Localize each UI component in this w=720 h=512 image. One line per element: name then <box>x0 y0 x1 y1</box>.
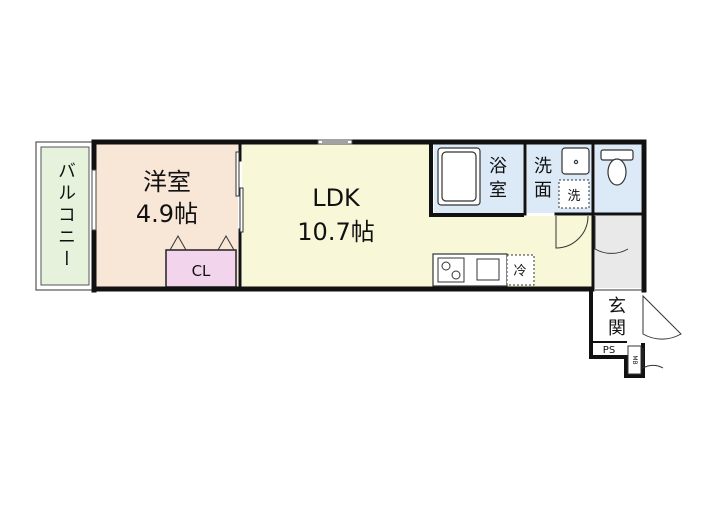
closet-doors <box>169 234 235 251</box>
ldk-size: 10.7帖 <box>297 218 374 246</box>
washer-spot <box>558 179 590 209</box>
meter-label: MB <box>631 355 638 364</box>
ldk-name: LDK <box>312 184 361 212</box>
toilet-door <box>594 216 629 254</box>
closet-door-left <box>169 234 187 251</box>
walls <box>91 139 647 378</box>
outer-wall <box>91 139 647 293</box>
sink <box>476 258 500 281</box>
ps-label: PS <box>603 345 615 356</box>
washer-label: 洗 <box>567 189 580 204</box>
sliding-door-western <box>235 151 244 233</box>
closet-floor <box>165 249 237 288</box>
sliding-door-panel-a <box>235 151 240 197</box>
closet-label: CL <box>192 262 211 280</box>
ldk-floor <box>242 144 592 287</box>
stove <box>437 257 465 283</box>
washroom-door <box>555 215 589 249</box>
washroom-label-1: 洗 <box>534 156 552 177</box>
entrance-label-2: 関 <box>608 318 626 339</box>
western-room-size: 4.9帖 <box>136 200 198 228</box>
wash-basin-drain <box>573 159 579 165</box>
bathtub <box>437 147 481 206</box>
ps-door <box>642 348 664 369</box>
western-room-name: 洋室 <box>143 168 191 196</box>
bathroom-label-2: 室 <box>489 180 507 201</box>
closet-door-right <box>217 234 235 251</box>
washroom-label-2: 面 <box>534 180 552 201</box>
door-swings <box>555 215 682 369</box>
toilet-bowl <box>607 158 627 186</box>
kitchen <box>432 253 535 287</box>
fridge-label: 冷 <box>513 264 526 279</box>
balcony <box>35 141 95 291</box>
bathroom-label-1: 浴 <box>489 156 507 177</box>
entrance-door <box>642 294 682 340</box>
sliding-door-panel-b <box>239 187 244 233</box>
entrance-label-1: 玄 <box>608 296 626 317</box>
windows <box>91 139 353 231</box>
stove-burner-2 <box>451 270 461 280</box>
wall-bath-block <box>429 142 524 217</box>
balcony-floor <box>40 146 90 286</box>
stove-burner-1 <box>441 261 451 271</box>
meter-box <box>627 345 642 375</box>
toilet <box>600 149 634 186</box>
bathtub-inner <box>441 151 477 202</box>
balcony-label: バルコニー <box>55 161 76 271</box>
fridge-spot <box>506 254 535 286</box>
window-balcony-door <box>91 169 97 231</box>
wall-entrance-area <box>589 288 645 378</box>
wash-basin <box>561 147 590 175</box>
